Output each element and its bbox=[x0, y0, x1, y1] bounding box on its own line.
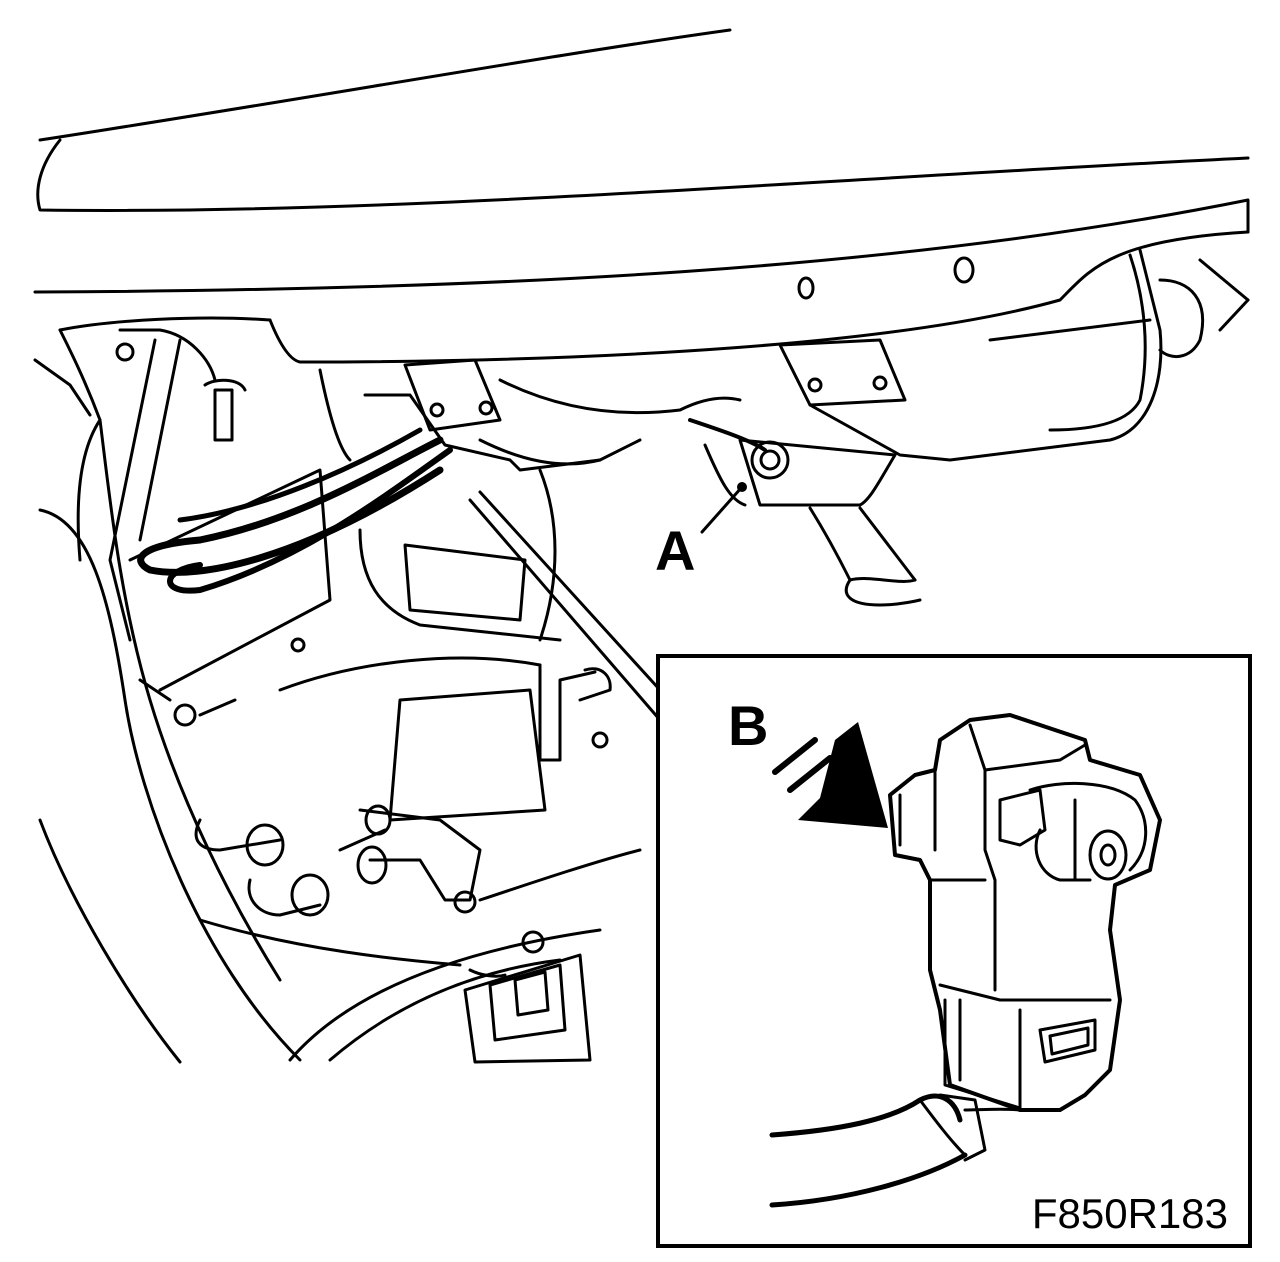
leader-line-a bbox=[700, 485, 744, 534]
figure-code: F850R183 bbox=[1032, 1190, 1228, 1237]
lower-mechanism bbox=[194, 656, 642, 1062]
label-b: B bbox=[728, 694, 768, 757]
left-side-panel bbox=[33, 328, 332, 1064]
connector-cable bbox=[769, 1093, 1022, 1208]
right-duct bbox=[703, 248, 1250, 607]
centre-brackets bbox=[318, 358, 742, 642]
inset-frame bbox=[656, 654, 1252, 1248]
direction-arrow-b bbox=[772, 722, 888, 828]
wiring-harness bbox=[137, 427, 453, 594]
connector-detail bbox=[888, 713, 1162, 1112]
label-a: A bbox=[655, 519, 695, 582]
inset-leader bbox=[468, 490, 662, 722]
connector-a-location bbox=[688, 418, 790, 534]
detail-inset bbox=[656, 654, 1252, 1248]
lower-connector bbox=[463, 930, 592, 1064]
dashboard-underside bbox=[33, 28, 1250, 364]
